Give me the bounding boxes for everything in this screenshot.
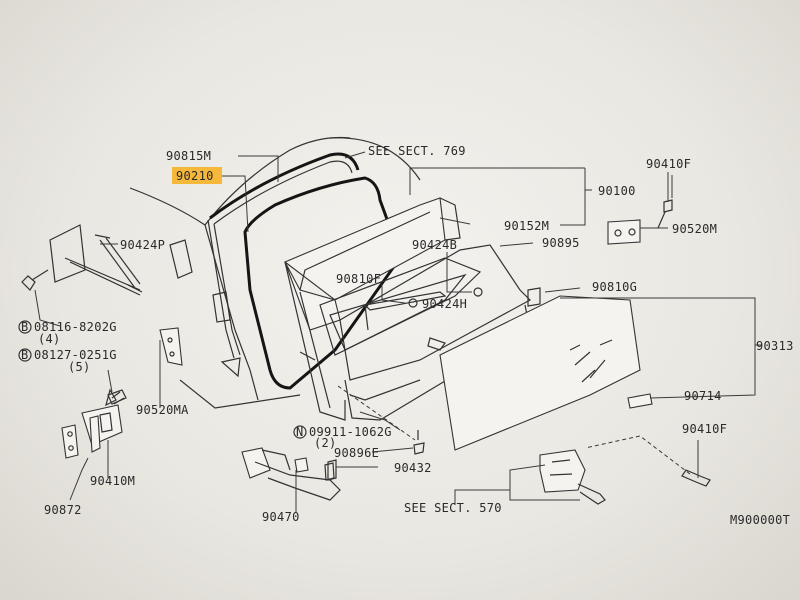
weatherstrip-90815M-inner bbox=[213, 160, 353, 225]
weatherstrip-90815M bbox=[209, 152, 360, 220]
bolt-90410F-top bbox=[657, 199, 673, 229]
label-90424P: 90424P bbox=[120, 238, 165, 252]
garnish-rod-90810F bbox=[363, 291, 447, 311]
label-90520MA: 90520MA bbox=[136, 403, 189, 417]
hinge-plate-90872 bbox=[61, 424, 79, 459]
hinge-90410M bbox=[81, 389, 127, 453]
label-90210: 90210 bbox=[176, 169, 214, 183]
label-90895: 90895 bbox=[542, 236, 580, 250]
stopper-90714 bbox=[627, 393, 653, 409]
bolt-90410F-right bbox=[681, 469, 711, 487]
label-90424H: 90424H bbox=[422, 297, 467, 311]
label-90714: 90714 bbox=[684, 389, 722, 403]
label-90410F-right: 90410F bbox=[682, 422, 727, 436]
label-08116-8202G: 08116-8202G bbox=[34, 320, 117, 334]
clip-90424H bbox=[408, 298, 418, 308]
leader-lines bbox=[34, 151, 762, 512]
label-90520M: 90520M bbox=[672, 222, 717, 236]
label-90100: 90100 bbox=[598, 184, 636, 198]
clip-90424B bbox=[473, 287, 483, 297]
ref-circle-n bbox=[293, 425, 307, 439]
seal-90210 bbox=[243, 176, 402, 390]
bracket-90520M bbox=[607, 219, 641, 245]
label-qty-5: (5) bbox=[68, 360, 91, 374]
pin-90432 bbox=[327, 459, 337, 481]
label-90152M: 90152M bbox=[504, 219, 549, 233]
ref-circle-b1 bbox=[18, 320, 32, 334]
label-see-sect-769: SEE SECT. 769 bbox=[368, 144, 466, 158]
stay-90424P bbox=[21, 224, 143, 296]
label-90313: 90313 bbox=[756, 339, 794, 353]
bracket-90520MA bbox=[159, 327, 183, 366]
label-diagram-code: M900000T bbox=[730, 513, 790, 527]
label-90815M: 90815M bbox=[166, 149, 211, 163]
label-highlight bbox=[172, 167, 222, 184]
label-90432: 90432 bbox=[394, 461, 432, 475]
label-90470: 90470 bbox=[262, 510, 300, 524]
hinge-90470 bbox=[241, 447, 341, 501]
ref-circle-b2 bbox=[18, 348, 32, 362]
label-qty-2: (2) bbox=[314, 436, 337, 450]
bolt-08127 bbox=[105, 388, 117, 407]
label-90410M: 90410M bbox=[90, 474, 135, 488]
ref-letter-b2: B bbox=[21, 348, 29, 362]
vehicle-body-outline bbox=[129, 136, 421, 409]
ref-letter-b1: B bbox=[21, 320, 29, 334]
label-90872: 90872 bbox=[44, 503, 82, 517]
label-90810F: 90810F bbox=[336, 272, 381, 286]
striker-assembly bbox=[539, 449, 606, 505]
back-door-glass-90313 bbox=[439, 287, 641, 451]
label-90410F-top: 90410F bbox=[646, 157, 691, 171]
label-09911-1062G: 09911-1062G bbox=[309, 425, 392, 439]
label-90424B: 90424B bbox=[412, 238, 457, 252]
label-08127-0251G: 08127-0251G bbox=[34, 348, 117, 362]
label-90896E: 90896E bbox=[334, 446, 379, 460]
label-90810G: 90810G bbox=[592, 280, 637, 294]
label-see-sect-570: SEE SECT. 570 bbox=[404, 501, 502, 515]
screw-90896E bbox=[413, 430, 425, 455]
ref-letter-n: N bbox=[296, 425, 304, 439]
label-qty-4: (4) bbox=[38, 332, 61, 346]
